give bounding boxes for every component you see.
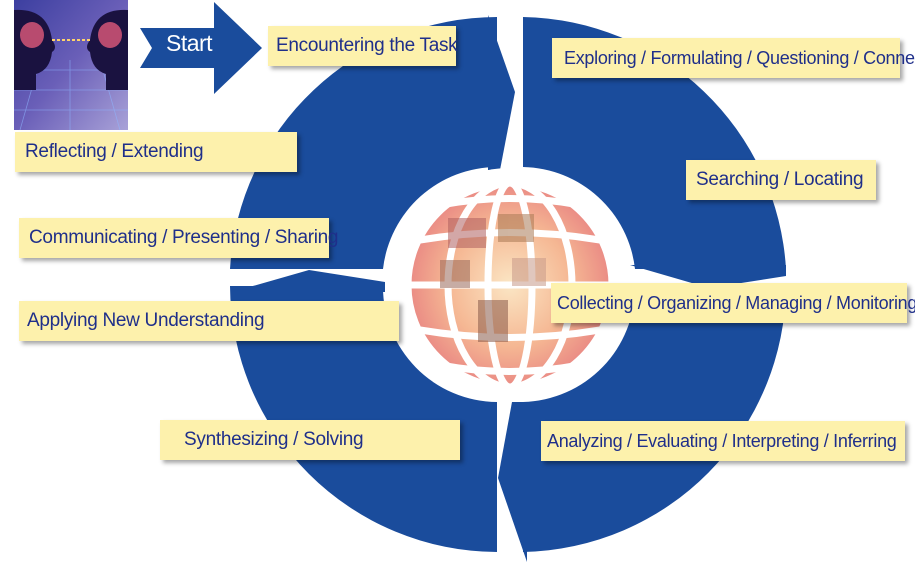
stage-label: Applying New Understanding — [27, 310, 265, 331]
stage-label: Encountering the Task — [276, 35, 458, 56]
cycle-wheel — [230, 17, 786, 552]
wheel-quadrant-bottom-left — [230, 286, 497, 552]
wheel-quadrant-bottom-right — [523, 286, 786, 552]
start-arrow — [140, 2, 262, 94]
stage-label: Reflecting / Extending — [25, 141, 204, 162]
arrow-right — [630, 265, 786, 288]
globe — [393, 168, 627, 402]
stage-communicating: Communicating / Presenting / Sharing — [19, 218, 339, 258]
wheel-quadrant-top-left — [230, 17, 497, 269]
stage-label: Synthesizing / Solving — [184, 429, 364, 450]
stage-encountering-task: Encountering the Task — [268, 26, 458, 66]
stage-reflecting: Reflecting / Extending — [15, 132, 297, 172]
stage-synthesizing: Synthesizing / Solving — [160, 420, 460, 460]
stage-label: Collecting / Organizing / Managing / Mon… — [557, 292, 915, 313]
globe-photos — [440, 214, 546, 342]
stage-searching: Searching / Locating — [686, 160, 876, 200]
stage-label: Exploring / Formulating / Questioning / … — [564, 47, 915, 68]
stage-label: Communicating / Presenting / Sharing — [29, 227, 339, 248]
stage-collecting: Collecting / Organizing / Managing / Mon… — [551, 283, 915, 323]
stage-applying: Applying New Understanding — [19, 301, 399, 341]
cycle-arrows — [232, 15, 786, 562]
wheel-quadrant-top-right — [523, 17, 786, 269]
stage-label: Searching / Locating — [696, 169, 864, 190]
stage-exploring: Exploring / Formulating / Questioning / … — [552, 38, 915, 78]
stage-analyzing: Analyzing / Evaluating / Interpreting / … — [541, 421, 905, 461]
arrow-top — [488, 15, 515, 170]
start-label: Start — [166, 30, 213, 56]
heads-thumbnail — [14, 0, 128, 131]
stage-label: Analyzing / Evaluating / Interpreting / … — [547, 430, 897, 451]
arrow-bottom — [498, 402, 527, 562]
arrow-left — [232, 270, 385, 292]
